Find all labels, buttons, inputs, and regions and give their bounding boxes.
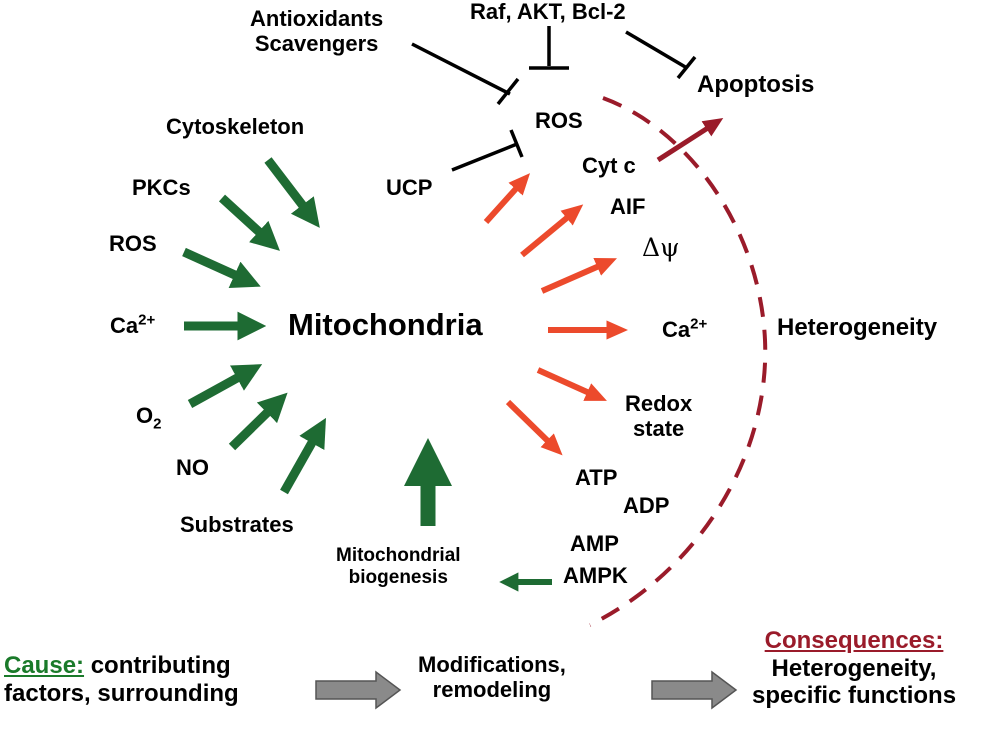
arrow-ros-out xyxy=(483,173,531,225)
arrow-cytc-aif xyxy=(520,204,584,258)
redox-state-label: Redox state xyxy=(625,391,692,442)
heterogeneity-label: Heterogeneity xyxy=(777,314,938,341)
inhibit-ucp-bar xyxy=(509,129,524,158)
survival-factors-label: Raf, AKT, Bcl-2 xyxy=(470,0,626,24)
arrow-ros-in xyxy=(182,247,261,288)
modifications-block: Modifications, remodeling xyxy=(418,652,566,703)
o2-base: O xyxy=(136,403,154,428)
arrow-pkcs xyxy=(218,194,280,251)
antioxidants-label: Antioxidants Scavengers xyxy=(250,6,383,57)
substrates-label: Substrates xyxy=(180,512,294,537)
ros-input-label: ROS xyxy=(109,231,157,256)
arrow-cytoskeleton xyxy=(264,157,320,228)
arrow-modifications-to-consequences xyxy=(651,670,738,710)
ca-output-label: Ca2+ xyxy=(662,317,707,342)
arrow-redox xyxy=(536,367,607,401)
inhibit-apoptosis-line xyxy=(625,30,688,70)
consequences-block: Consequences: Heterogeneity, specific fu… xyxy=(752,627,956,710)
ampk-label: AMPK xyxy=(563,563,628,588)
cause-text-line1: contributing xyxy=(90,652,231,679)
cause-label: Cause: xyxy=(4,652,85,679)
modifications-line2: remodeling xyxy=(432,677,552,703)
biogenesis-label: Mitochondrial biogenesis xyxy=(336,545,461,589)
pkcs-label: PKCs xyxy=(132,175,191,200)
redox-line1: Redox xyxy=(625,391,693,416)
biogenesis-line2: biogenesis xyxy=(348,566,448,588)
modifications-line1: Modifications, xyxy=(418,652,566,677)
inhibition-lines xyxy=(411,26,697,172)
arrow-no xyxy=(228,392,288,451)
inhibit-ucp-line xyxy=(451,142,518,172)
o2-label: O2 xyxy=(136,403,161,431)
consequences-line1: Heterogeneity, xyxy=(771,654,937,682)
inhibit-apoptosis-bar xyxy=(676,55,697,80)
cytc-label: Cyt c xyxy=(582,153,636,178)
atp-label: ATP xyxy=(575,465,618,490)
arrow-cause-to-modifications xyxy=(315,670,402,710)
aif-label: AIF xyxy=(610,194,646,219)
cytoskeleton-label: Cytoskeleton xyxy=(166,114,305,139)
delta-psi-label: Δψ xyxy=(642,233,680,262)
output-arrows xyxy=(483,173,628,456)
footer-arrows xyxy=(315,670,738,710)
cause-text-line2: factors, surrounding xyxy=(4,679,239,707)
arrow-o2 xyxy=(187,364,263,408)
mitochondria-label: Mitochondria xyxy=(288,307,483,342)
antioxidants-line1: Antioxidants xyxy=(250,6,384,31)
consequences-line2: specific functions xyxy=(752,682,957,710)
apoptosis-label: Apoptosis xyxy=(697,71,815,98)
amp-label: AMP xyxy=(570,531,619,556)
ca-input-label: Ca2+ xyxy=(110,313,155,338)
biogenesis-line1: Mitochondrial xyxy=(336,545,461,566)
arrow-cytc-apoptosis xyxy=(656,118,724,163)
o2-subscript: 2 xyxy=(153,415,162,433)
inhibit-antioxidants-bar xyxy=(496,77,520,106)
cause-block: Cause: contributing factors, surrounding xyxy=(4,652,239,707)
arrow-substrates xyxy=(280,417,326,495)
ca-input-charge: 2+ xyxy=(138,311,156,329)
arrow-atp xyxy=(505,399,563,456)
input-arrows xyxy=(182,157,552,592)
inhibit-antioxidants-line xyxy=(411,42,511,96)
ros-output-label: ROS xyxy=(535,108,583,133)
ucp-label: UCP xyxy=(386,175,433,200)
ca-input-base: Ca xyxy=(110,313,139,338)
heterogeneity-boundary xyxy=(589,96,768,627)
antioxidants-line2: Scavengers xyxy=(254,31,379,57)
no-label: NO xyxy=(176,455,209,480)
ca-output-base: Ca xyxy=(662,317,691,342)
redox-line2: state xyxy=(632,416,685,442)
adp-label: ADP xyxy=(623,493,670,518)
arrow-delta-psi xyxy=(540,258,617,294)
ca-output-charge: 2+ xyxy=(690,315,708,333)
consequences-label: Consequences: xyxy=(764,627,944,654)
